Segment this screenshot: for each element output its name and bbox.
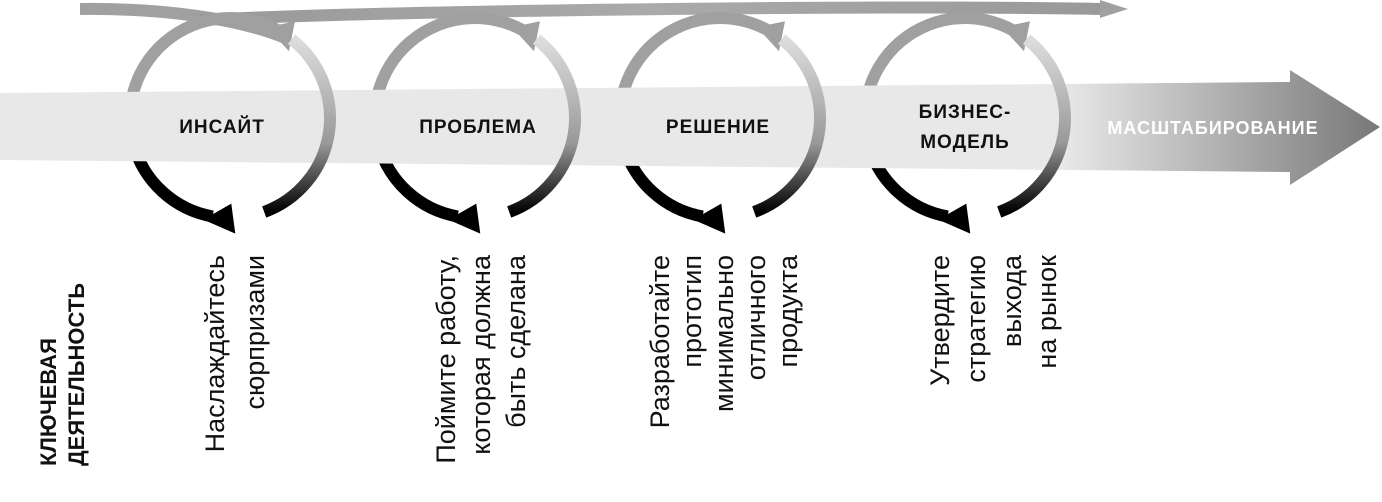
activity-text-line: Наслаждайтесь: [200, 255, 230, 452]
cycle-loop-front: [262, 34, 336, 218]
activity-text-line: продукта: [773, 254, 803, 367]
activity-text-line: Разработайте: [645, 255, 675, 428]
stage-insight-label: ИНСАЙТ: [179, 116, 265, 138]
stage-business-model-label-2: МОДЕЛЬ: [920, 132, 1010, 153]
activity-text-line: прототип: [677, 255, 707, 368]
arrowhead-icon: [756, 21, 785, 52]
cycle-loop-front: [752, 34, 826, 218]
activity-text-line: минимально: [709, 255, 739, 412]
arrowhead-icon: [448, 203, 481, 234]
stage-problem-label: ПРОБЛЕМА: [419, 117, 537, 138]
cycle-loop-front: [507, 34, 581, 218]
activity-text-line: Утвердите: [925, 255, 955, 386]
arrowhead-icon: [938, 203, 971, 234]
arrowhead-icon: [511, 21, 540, 52]
activity-text-line: быть сделана: [501, 254, 531, 428]
activity-text-line: отличного: [741, 255, 771, 380]
stage-business-model-label-1: БИЗНЕС-: [919, 102, 1012, 123]
activity-text-line: сюрпризами: [240, 255, 270, 410]
arrowhead-icon: [203, 203, 236, 234]
activity-text-line: выхода: [997, 254, 1027, 347]
cycle-loop-front: [997, 34, 1071, 218]
progress-band-arrow: [0, 70, 1380, 185]
arrowhead-icon: [266, 21, 295, 52]
activity-text-line: на рынок: [1032, 255, 1062, 369]
stage-scaling-label: МАСШТАБИРОВАНИЕ: [1107, 118, 1318, 138]
activity-text-line: которая должна: [466, 254, 496, 455]
key-activity-label-2: ДЕЯТЕЛЬНОСТЬ: [64, 283, 89, 466]
key-activity-label-1: КЛЮЧЕВАЯ: [36, 338, 61, 466]
arrowhead-icon: [693, 203, 726, 234]
arrowhead-icon: [1001, 21, 1030, 52]
activity-text-line: Поймите работу,: [431, 255, 461, 464]
stage-solution-label: РЕШЕНИЕ: [666, 117, 770, 138]
activity-text-line: стратегию: [961, 255, 991, 383]
